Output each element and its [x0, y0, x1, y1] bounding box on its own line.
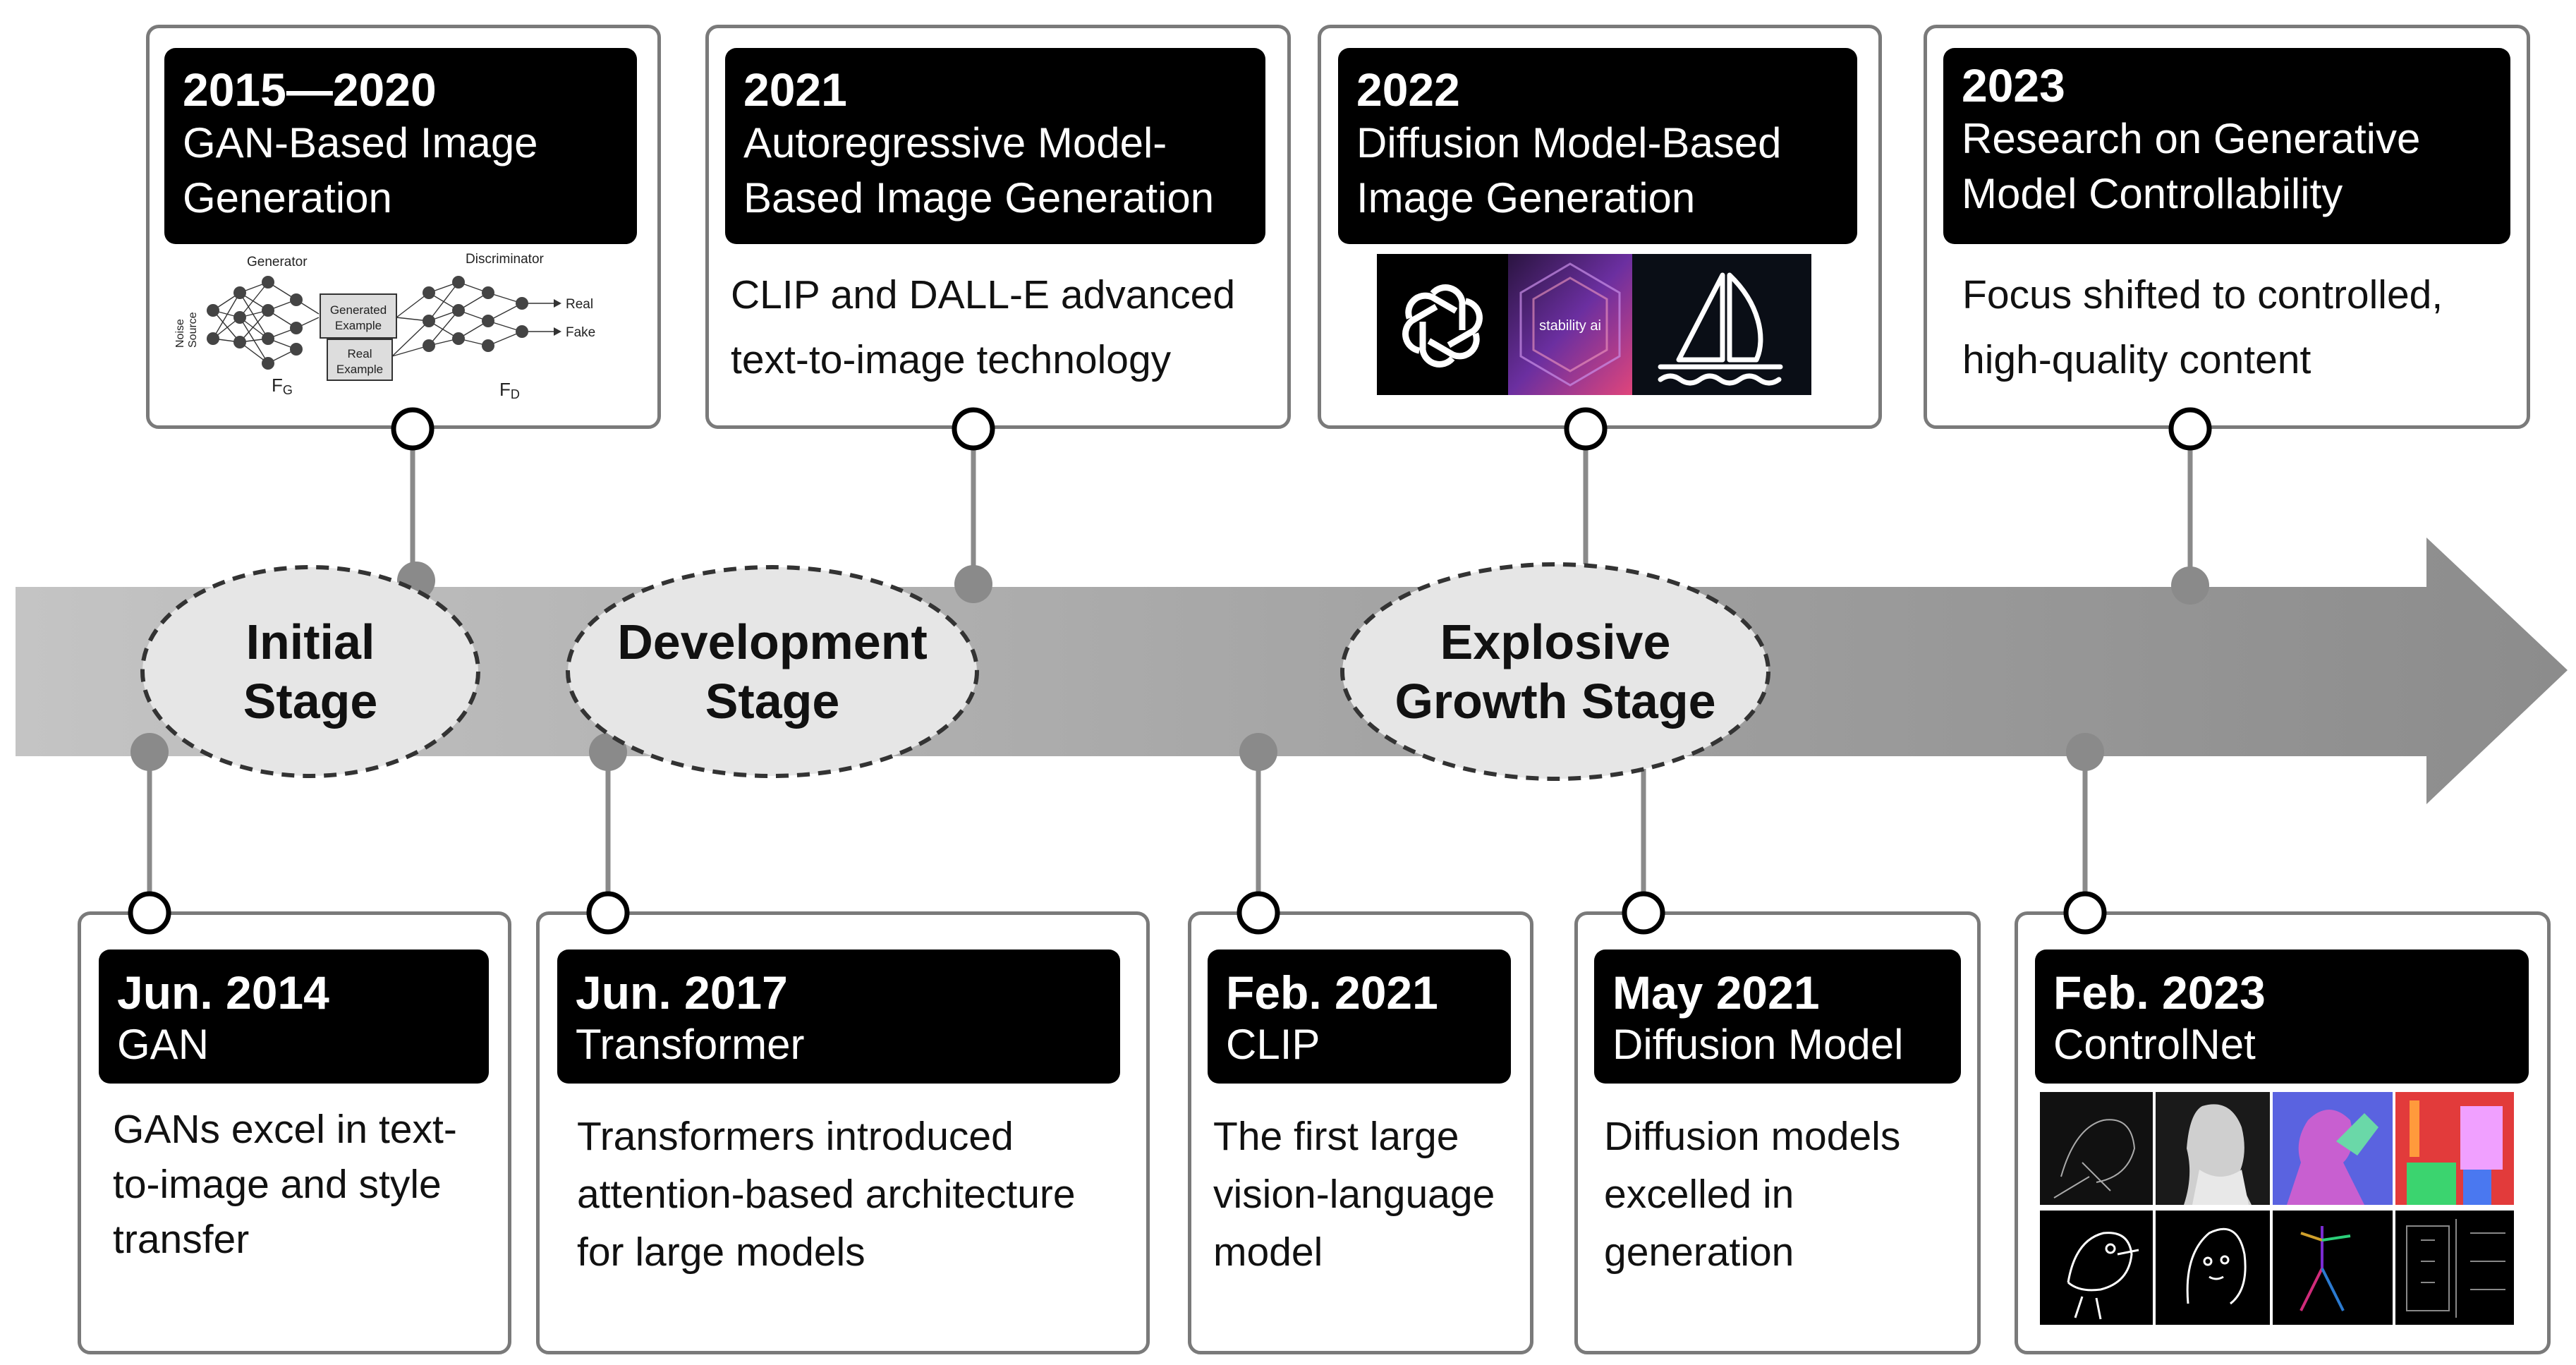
stage-explosive-label: Explosive Growth Stage	[1395, 614, 1716, 729]
stability-ai-logo-icon: stability ai	[1508, 254, 1632, 395]
bottom-card-date: Jun. 2017	[576, 966, 788, 1019]
bottom-card-description: Transformers introduced attention-based …	[577, 1114, 1076, 1275]
top-card-description: Focus shifted to controlled, high-qualit…	[1962, 272, 2443, 382]
top-card-diffusion-based-header: 2022 Diffusion Model-Based Image Generat…	[1338, 48, 1857, 244]
top-card-title: Research on Generative Model Controllabi…	[1962, 115, 2421, 217]
stage-ellipse-explosive	[1340, 562, 1770, 781]
gan-generator-label: Generator	[247, 255, 308, 269]
stage-initial-label: Initial Stage	[243, 614, 378, 729]
top-card-year: 2023	[1962, 59, 2065, 111]
top-card-title: Diffusion Model-Based Image Generation	[1356, 119, 1782, 222]
bottom-card-date: Jun. 2014	[117, 966, 329, 1019]
bottom-card-title: Diffusion Model	[1612, 1021, 1904, 1068]
gan-real-label-2: Example	[336, 363, 383, 376]
gan-generated-label-2: Example	[335, 319, 382, 332]
top-card-title: Autoregressive Model- Based Image Genera…	[743, 119, 1215, 222]
controlnet-examples-grid	[2040, 1092, 2514, 1325]
gan-generated-box	[320, 293, 397, 339]
bottom-card-diffusion-header: May 2021 Diffusion Model	[1594, 950, 1961, 1084]
gan-fd-label: FD	[499, 379, 520, 401]
stage-ellipse-development	[566, 565, 979, 778]
top-card-year: 2015—2020	[183, 63, 437, 116]
top-card-controllability-header: 2023 Research on Generative Model Contro…	[1943, 48, 2510, 244]
bottom-card-controlnet-header: Feb. 2023 ControlNet	[2035, 950, 2529, 1084]
bottom-card-date: Feb. 2021	[1226, 966, 1438, 1019]
bottom-card-date: May 2021	[1612, 966, 1820, 1019]
gan-real-label: Real	[348, 347, 372, 360]
stage-development-label: Development Stage	[617, 614, 928, 729]
gan-generated-label: Generated	[330, 303, 387, 317]
top-connectors	[410, 429, 2193, 584]
stability-ai-text: stability ai	[1539, 318, 1601, 334]
bottom-card-clip-header: Feb. 2021 CLIP	[1208, 950, 1511, 1084]
gan-architecture-diagram: Generator Discriminator Noise Source Gen…	[174, 252, 595, 401]
top-card-year: 2022	[1356, 63, 1460, 116]
gan-fake-output: Fake	[566, 325, 595, 340]
bottom-card-gan-header: Jun. 2014 GAN	[99, 950, 489, 1084]
bottom-card-title: Transformer	[576, 1021, 805, 1068]
bottom-card-date: Feb. 2023	[2053, 966, 2266, 1019]
bottom-card-transformer-header: Jun. 2017 Transformer	[557, 950, 1120, 1084]
gan-noise-label: Noise	[174, 319, 186, 348]
bottom-card-title: ControlNet	[2053, 1021, 2256, 1068]
top-card-title: GAN-Based Image Generation	[183, 119, 538, 222]
logo-strip: stability ai	[1377, 254, 1811, 395]
arrow-dots	[130, 562, 2209, 771]
top-card-autoregressive-header: 2021 Autoregressive Model- Based Image G…	[725, 48, 1265, 244]
gan-source-label: Source	[187, 312, 199, 348]
gan-discriminator-label: Discriminator	[466, 252, 545, 267]
gan-real-output: Real	[566, 297, 593, 312]
bottom-card-description: Diffusion models excelled in generation	[1604, 1114, 1901, 1275]
bottom-card-description: The first large vision-language model	[1213, 1114, 1495, 1275]
top-card-gan-based-header: 2015—2020 GAN-Based Image Generation	[164, 48, 637, 244]
gan-real-box	[327, 339, 393, 381]
bottom-connectors	[147, 752, 2088, 911]
openai-logo-icon	[1377, 254, 1508, 395]
top-card-year: 2021	[743, 63, 847, 116]
top-card-description: CLIP and DALL-E advanced text-to-image t…	[731, 272, 1236, 382]
midjourney-logo-icon	[1632, 254, 1811, 395]
bottom-card-description: GANs excel in text- to-image and style t…	[113, 1107, 457, 1262]
stage-ellipse-initial	[140, 565, 480, 778]
bottom-card-title: CLIP	[1226, 1021, 1320, 1068]
bottom-card-title: GAN	[117, 1021, 209, 1068]
